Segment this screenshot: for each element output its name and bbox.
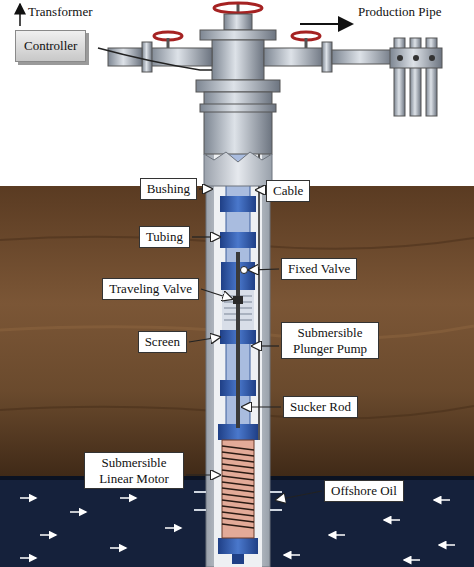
label-text: Screen	[145, 334, 180, 349]
part-label: Submersible Linear Motor	[84, 452, 184, 489]
label-text: Offshore Oil	[331, 483, 397, 498]
label-text: Controller	[24, 38, 77, 53]
part-label: Traveling Valve	[102, 278, 199, 300]
label-text: Traveling Valve	[109, 281, 192, 296]
label-text: Submersible Plunger Pump	[293, 325, 367, 356]
label-text: Sucker Rod	[290, 399, 351, 414]
part-label: Cable	[266, 180, 310, 202]
part-label: Screen	[138, 331, 187, 353]
part-label: Tubing	[139, 226, 190, 248]
label-text: Fixed Valve	[288, 261, 350, 276]
controller-box: Controller	[15, 30, 86, 62]
part-label: Fixed Valve	[281, 258, 357, 280]
label-text: Bushing	[147, 181, 190, 196]
part-label: Sucker Rod	[283, 396, 358, 418]
label-text: Submersible Linear Motor	[99, 455, 169, 486]
part-label: Offshore Oil	[324, 480, 404, 502]
part-label: Bushing	[140, 178, 197, 200]
label-text: Cable	[273, 183, 303, 198]
signal-label: Transformer	[28, 4, 93, 20]
pipe-label: Production Pipe	[358, 4, 441, 20]
part-label: Submersible Plunger Pump	[281, 322, 379, 359]
label-text: Tubing	[146, 229, 183, 244]
